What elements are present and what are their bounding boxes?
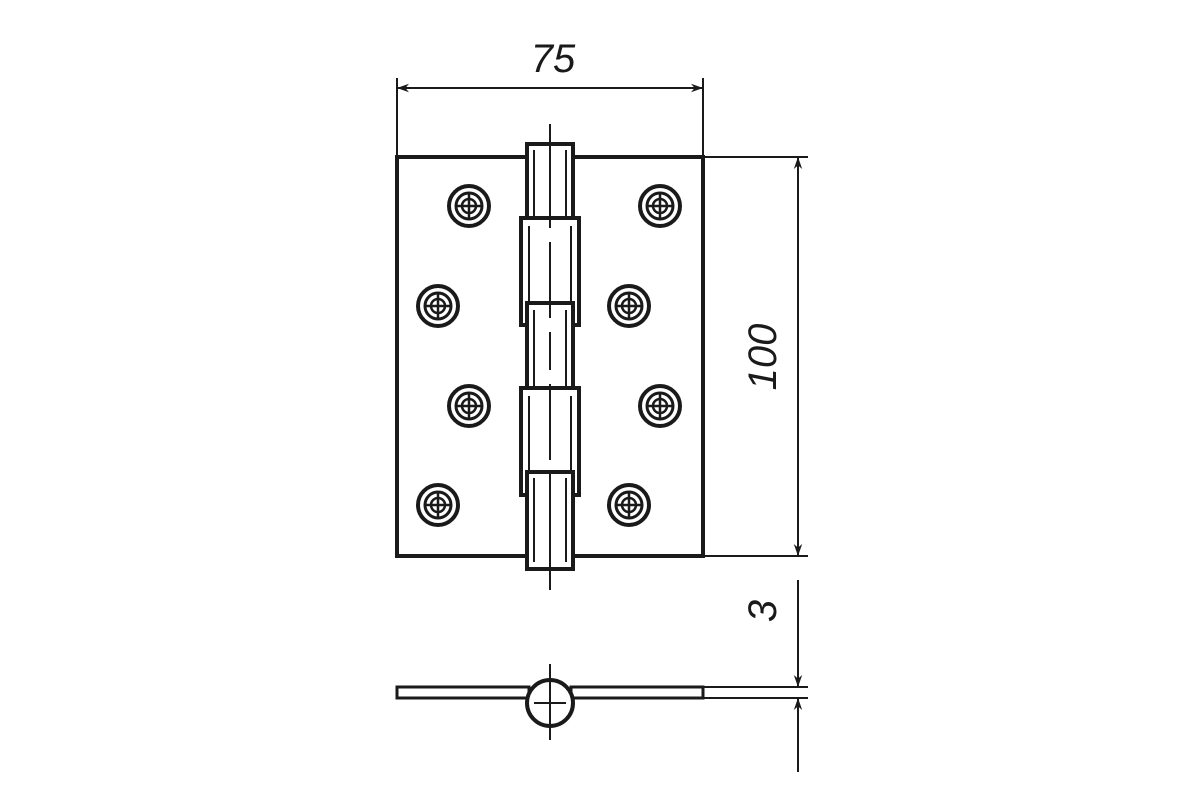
side-view xyxy=(395,664,705,740)
screw-hole-icon xyxy=(638,184,682,228)
width-dimension: 75 xyxy=(396,37,704,155)
screw-hole-icon xyxy=(416,483,460,527)
screw-hole-icon xyxy=(447,384,491,428)
width-dimension-label: 75 xyxy=(531,37,576,81)
height-dimension-label: 100 xyxy=(741,324,785,391)
thickness-dimension-label: 3 xyxy=(741,600,785,622)
height-dimension: 100 xyxy=(703,156,808,557)
side-right-leaf xyxy=(569,685,705,700)
thickness-dimension: 3 xyxy=(703,580,808,772)
screw-hole-icon xyxy=(638,384,682,428)
screw-hole-icon xyxy=(607,483,651,527)
side-left-leaf xyxy=(395,685,531,700)
front-view xyxy=(395,124,705,590)
screw-hole-icon xyxy=(607,284,651,328)
screw-hole-icon xyxy=(416,284,460,328)
screw-hole-icon xyxy=(447,184,491,228)
